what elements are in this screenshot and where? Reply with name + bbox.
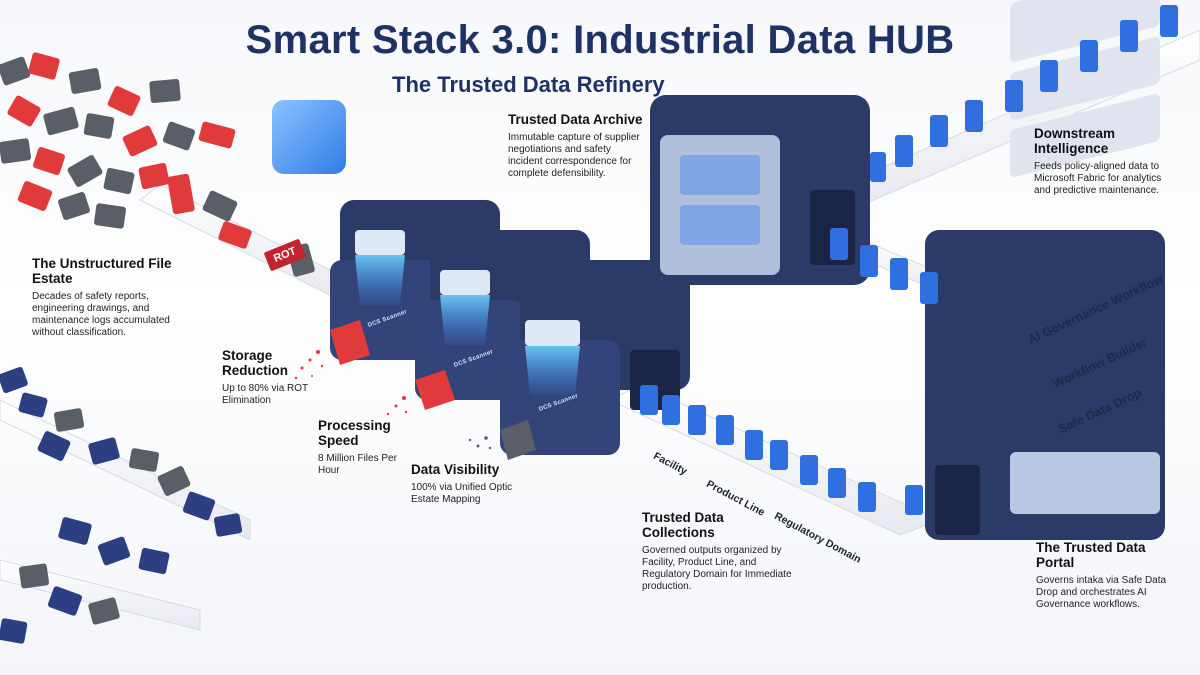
section-body: Governs intaka via Safe Data Drop and or… — [1036, 575, 1167, 610]
document-icon — [0, 56, 31, 86]
document-icon — [33, 146, 65, 176]
navy-doc-piles — [0, 367, 243, 644]
document-icon — [218, 221, 252, 249]
document-icon — [7, 95, 41, 127]
archive-block: Trusted Data Archive Immutable capture o… — [508, 112, 643, 180]
file-estate-pile — [0, 52, 315, 277]
archive-machine — [650, 95, 870, 285]
lower-left-belt — [0, 399, 251, 541]
blue-cube — [272, 100, 346, 174]
document-icon — [122, 125, 158, 157]
section-body: Immutable capture of supplier negotiatio… — [508, 132, 640, 179]
data-visibility-block: Data Visibility 100% via Unified Optic E… — [411, 462, 531, 506]
document-icon — [68, 68, 102, 94]
document-icon — [17, 181, 53, 211]
bottom-belt — [0, 559, 201, 631]
document-icon — [58, 191, 90, 221]
section-heading: Trusted Data Archive — [508, 112, 643, 127]
section-heading: The Trusted Data Portal — [1036, 540, 1146, 570]
section-heading: Trusted Data Collections — [642, 510, 724, 540]
document-icon — [28, 52, 60, 80]
processing-speed-block: Processing Speed 8 Million Files Per Hou… — [318, 418, 413, 477]
document-icon — [162, 121, 196, 151]
section-body: 100% via Unified Optic Estate Mapping — [411, 482, 513, 505]
document-icon — [43, 106, 79, 136]
section-body: Feeds policy-aligned data to Microsoft F… — [1034, 161, 1162, 196]
flowing-docs — [640, 5, 1178, 515]
document-icon — [94, 203, 126, 229]
document-icon — [67, 155, 103, 187]
document-icon — [0, 138, 31, 164]
document-icon — [149, 78, 181, 104]
section-body: Decades of safety reports, engineering d… — [32, 291, 170, 338]
section-heading: The Unstructured File Estate — [32, 256, 172, 286]
section-heading: Processing Speed — [318, 418, 391, 448]
section-heading: Storage Reduction — [222, 348, 288, 378]
document-icon — [103, 167, 135, 195]
section-body: Governed outputs organized by Facility, … — [642, 545, 792, 592]
portal-block: The Trusted Data Portal Governs intaka v… — [1036, 540, 1181, 611]
document-icon — [138, 162, 170, 190]
section-heading: Downstream Intelligence — [1034, 126, 1116, 156]
particle-spray — [294, 350, 492, 450]
portal-stack — [925, 0, 1165, 540]
document-icon — [167, 173, 195, 215]
scanner-machines — [330, 200, 690, 460]
section-body: Up to 80% via ROT Elimination — [222, 383, 308, 406]
document-icon — [202, 190, 238, 222]
document-icon — [107, 86, 141, 116]
downstream-block: Downstream Intelligence Feeds policy-ali… — [1034, 126, 1174, 197]
page-subtitle: The Trusted Data Refinery — [392, 72, 665, 97]
scanner-machine-3 — [500, 260, 690, 460]
section-body: 8 Million Files Per Hour — [318, 453, 397, 476]
page-title: Smart Stack 3.0: Industrial Data HUB — [245, 18, 955, 62]
document-icon — [198, 121, 236, 149]
unstructured-estate-block: The Unstructured File Estate Decades of … — [32, 256, 192, 339]
section-heading: Data Visibility — [411, 462, 500, 477]
storage-reduction-block: Storage Reduction Up to 80% via ROT Elim… — [222, 348, 317, 407]
document-icon — [83, 113, 115, 139]
collections-block: Trusted Data Collections Governed output… — [642, 510, 792, 593]
